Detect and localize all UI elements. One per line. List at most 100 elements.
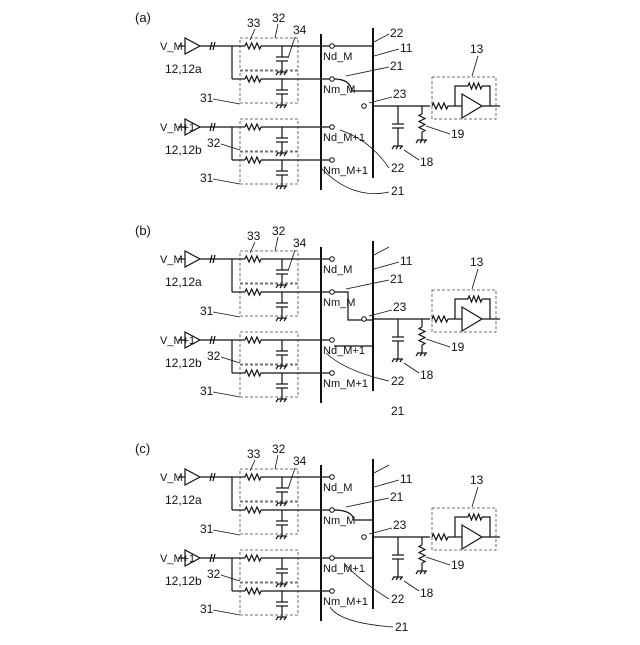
leader-line	[374, 49, 399, 56]
filter-box	[240, 365, 298, 397]
leader-line	[346, 280, 389, 289]
leader-line	[221, 575, 240, 581]
ref-23: 23	[393, 518, 407, 532]
voltage-label: V_M+1	[160, 122, 195, 134]
terminal	[330, 508, 335, 513]
ref-19: 19	[451, 558, 465, 572]
amplifier-triangle	[185, 251, 200, 267]
leader-line	[288, 250, 295, 271]
leader-line	[374, 262, 399, 269]
leader-line	[275, 455, 278, 469]
leader-line	[288, 37, 295, 58]
voltage-label: V_M+1	[160, 335, 195, 347]
leader-line	[330, 607, 393, 627]
resistor	[245, 256, 261, 262]
ref-19: 19	[451, 340, 465, 354]
resistor	[245, 474, 261, 480]
ref-23: 23	[393, 300, 407, 314]
panel-label: (b)	[135, 223, 151, 238]
leader-line	[326, 353, 389, 381]
feedback-wire	[482, 86, 490, 106]
ref-33: 33	[247, 16, 261, 30]
ground-hatch	[276, 72, 278, 75]
terminal	[330, 556, 335, 561]
terminal	[330, 158, 335, 163]
ground-hatch	[276, 584, 278, 587]
opamp-triangle	[462, 525, 482, 549]
amplifier-ref: 12,12b	[165, 143, 202, 157]
ground-hatch	[276, 617, 278, 620]
amplifier-ref: 12,12b	[165, 574, 202, 588]
leader-line	[472, 269, 478, 289]
filter-box	[240, 583, 298, 615]
ref-32: 32	[272, 11, 286, 25]
ref-31: 31	[200, 91, 214, 105]
ref-22: 22	[390, 26, 404, 40]
leader-line	[213, 179, 240, 184]
ground-hatch	[392, 577, 394, 580]
ref-33: 33	[247, 447, 261, 461]
filter-box	[240, 332, 298, 364]
ref-18: 18	[420, 586, 434, 600]
pad-label-inm: INm_M+1	[320, 596, 368, 608]
leader-line	[404, 363, 419, 373]
voltage-label: V_M+1	[160, 553, 195, 565]
resistor	[245, 507, 261, 513]
leader-line	[346, 67, 389, 76]
ref-34: 34	[293, 454, 307, 468]
leader-line	[374, 465, 389, 473]
resistor	[419, 114, 425, 132]
pad-label-ind: INd_M+1	[320, 563, 365, 575]
leader-line	[472, 487, 478, 507]
resistor	[432, 534, 448, 540]
leader-line	[275, 24, 278, 38]
pad-label-inm: INm_M+1	[320, 165, 368, 177]
panel-c: (c)V_M12,12aINd_MINm_MV_M+112,12bINd_M+1…	[135, 441, 500, 634]
amplifier-ref: 12,12b	[165, 356, 202, 370]
terminal	[330, 371, 335, 376]
ref-22: 22	[391, 374, 405, 388]
ref-22: 22	[391, 161, 405, 175]
resistor	[245, 555, 261, 561]
voltage-label: V_M	[160, 472, 183, 484]
pad-label-ind: INd_M+1	[320, 345, 365, 357]
ref-32: 32	[272, 224, 286, 238]
resistor	[419, 327, 425, 345]
resistor	[245, 289, 261, 295]
leader-line	[374, 480, 399, 487]
pad-label-inm: INm_M	[320, 515, 355, 527]
amp-circuit-box	[432, 508, 496, 550]
ref-21: 21	[390, 490, 404, 504]
opamp-triangle	[462, 307, 482, 331]
terminal	[330, 290, 335, 295]
terminal	[330, 257, 335, 262]
ref-33: 33	[247, 229, 261, 243]
leader-line	[288, 468, 295, 489]
terminal	[330, 475, 335, 480]
terminal	[330, 77, 335, 82]
ref-31: 31	[200, 602, 214, 616]
leader-line	[275, 237, 278, 251]
opamp-triangle	[462, 94, 482, 118]
pad-label-inm: INm_M+1	[320, 378, 368, 390]
leader-line	[213, 392, 240, 397]
filter-box	[240, 550, 298, 582]
filter-box	[240, 71, 298, 103]
ground-hatch	[416, 353, 418, 356]
resistor	[468, 83, 482, 89]
resistor	[468, 296, 482, 302]
ref-32: 32	[272, 442, 286, 456]
ref-34: 34	[293, 236, 307, 250]
terminal	[330, 338, 335, 343]
resistor	[245, 337, 261, 343]
ground-hatch	[276, 536, 278, 539]
ref-32: 32	[207, 136, 221, 150]
ref-11: 11	[400, 41, 413, 55]
pad-label-ind: INd_M	[320, 482, 352, 494]
ref-13: 13	[470, 42, 484, 56]
ref-18: 18	[420, 155, 434, 169]
ref-21: 21	[390, 272, 404, 286]
ref-13: 13	[470, 473, 484, 487]
leader-line	[213, 610, 240, 615]
